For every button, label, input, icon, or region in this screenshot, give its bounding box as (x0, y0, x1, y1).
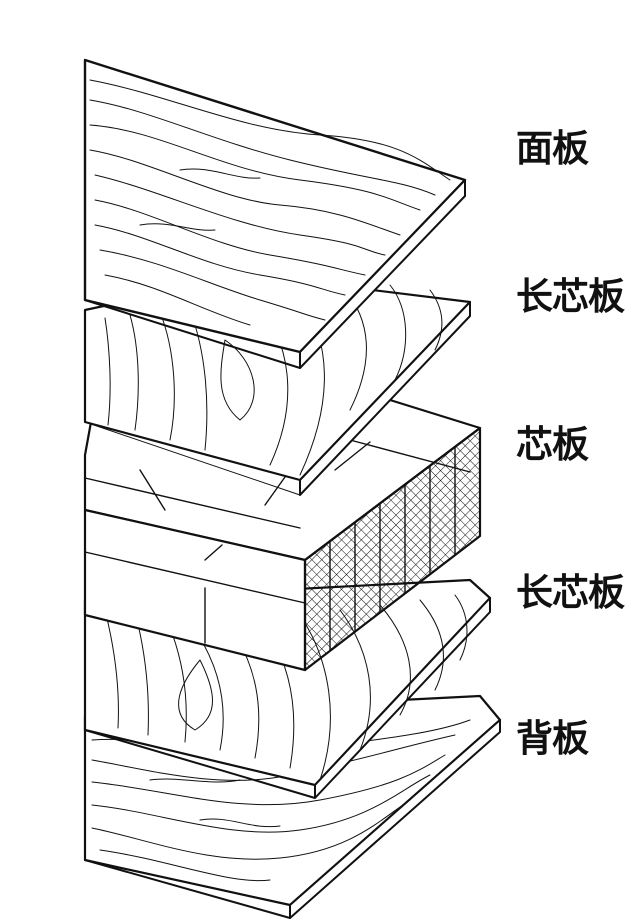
label-back-panel: 背板 (516, 717, 589, 760)
label-face-panel: 面板 (516, 127, 589, 170)
label-long-core-panel-upper: 长芯板 (516, 275, 625, 318)
label-long-core-panel-lower: 长芯板 (516, 571, 625, 614)
label-core-panel: 芯板 (516, 423, 589, 466)
upper-long-core-panel (83, 273, 472, 496)
face-panel (83, 58, 467, 369)
